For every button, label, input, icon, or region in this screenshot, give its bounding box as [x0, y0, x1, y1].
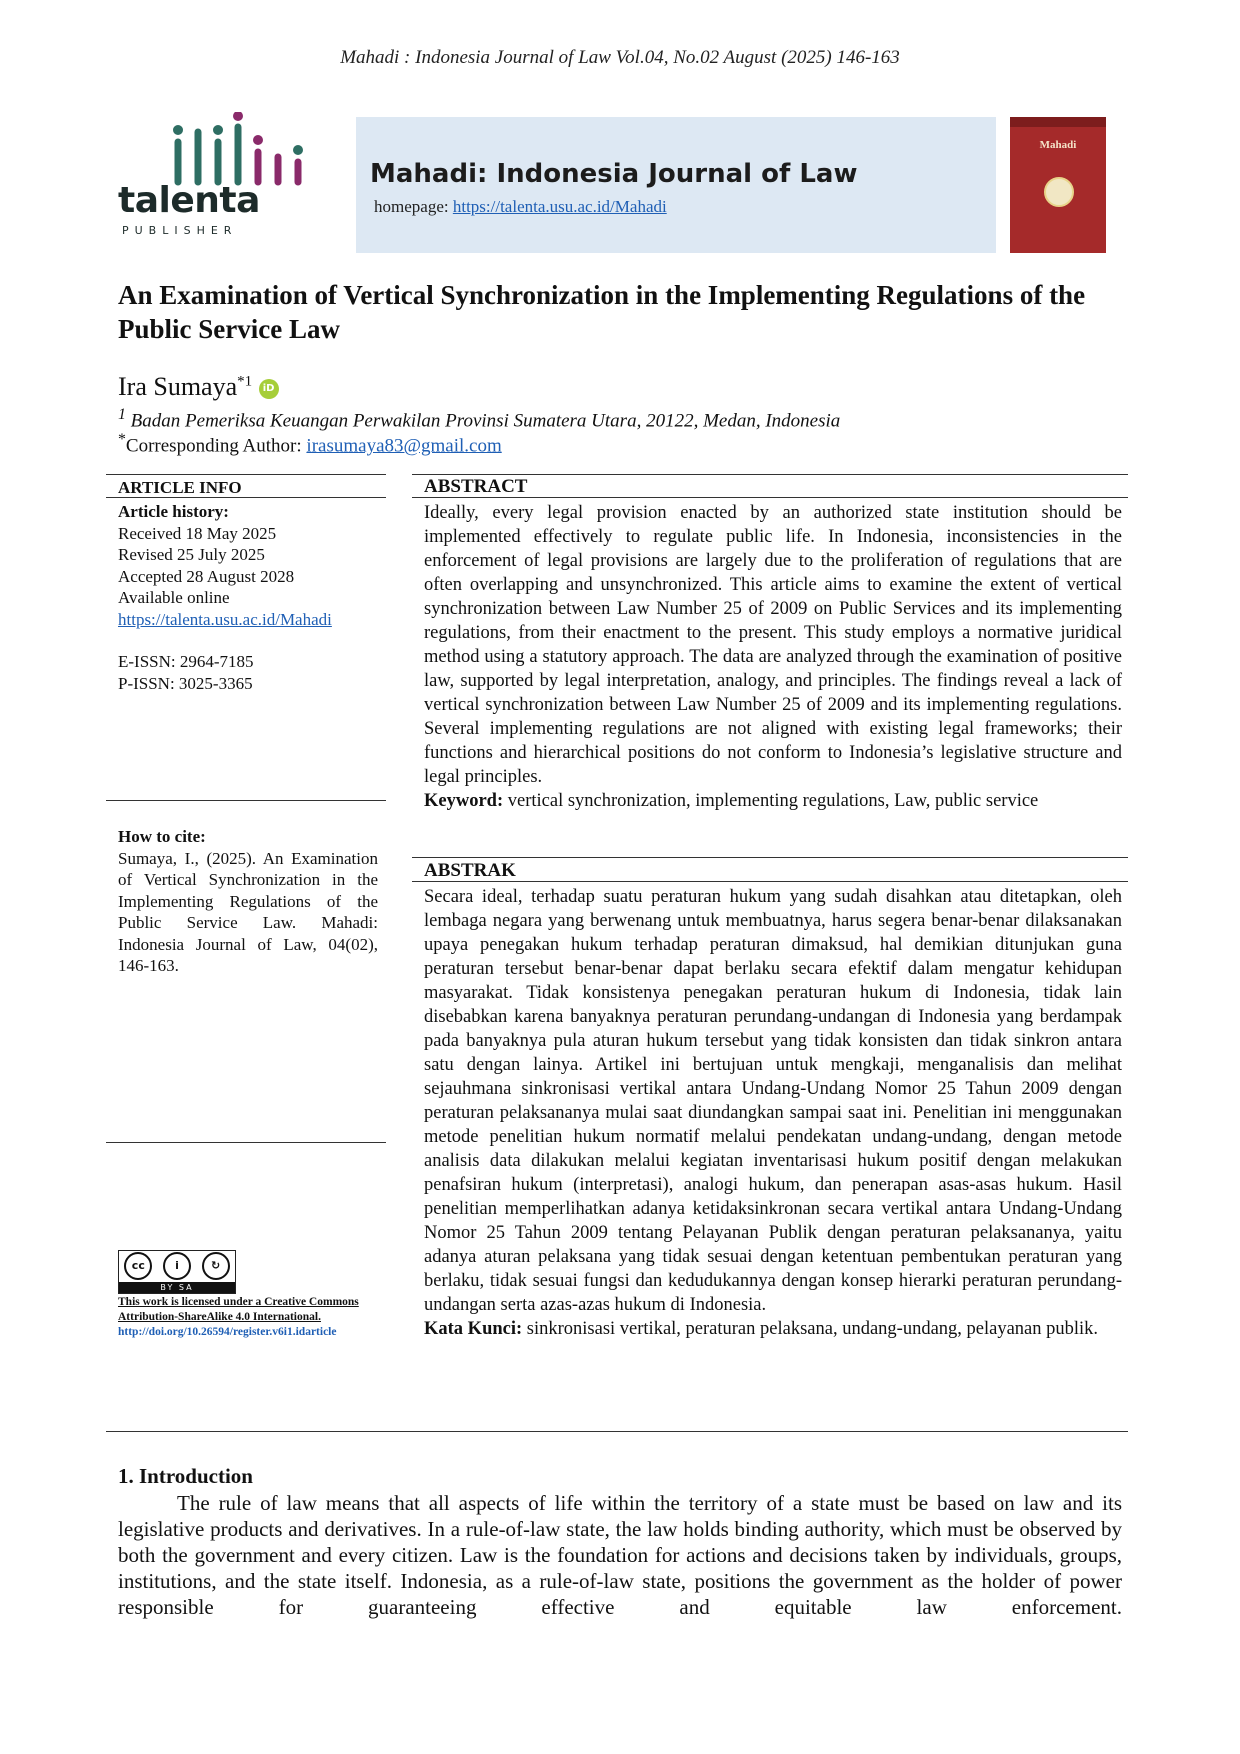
abstrak-text: Secara ideal, terhadap suatu peraturan h… — [424, 887, 1122, 1315]
publisher-subtitle: PUBLISHER — [122, 224, 238, 237]
received-date: Received 18 May 2025 — [118, 523, 277, 543]
abstract-text: Ideally, every legal provision enacted b… — [424, 503, 1122, 787]
revised-date: Revised 25 July 2025 — [118, 545, 265, 564]
rule-abstract-under — [412, 497, 1128, 498]
eissn: E-ISSN: 2964-7185 — [118, 652, 254, 671]
affiliation-sup: 1 — [118, 406, 126, 423]
rule-abstrak-top — [412, 857, 1128, 858]
rule-abstract-top — [412, 474, 1128, 475]
share-alike-icon: ↻ — [201, 1252, 230, 1280]
homepage-label: homepage: — [374, 197, 449, 216]
abstrak-heading: ABSTRAK — [424, 860, 516, 881]
abstrak-block: Secara ideal, terhadap suatu peraturan h… — [424, 885, 1122, 1341]
author-name: Ira Sumaya — [118, 372, 238, 401]
history-heading: Article history: — [118, 502, 229, 521]
how-to-cite: How to cite: Sumaya, I., (2025). An Exam… — [118, 826, 378, 977]
cc-license-badge[interactable]: cc i ↻ BY SA — [118, 1250, 236, 1294]
corr-label: Corresponding Author: — [125, 435, 302, 457]
corresponding-author: *Corresponding Author: irasumaya83@gmail… — [118, 431, 502, 457]
cite-text: Sumaya, I., (2025). An Examination of Ve… — [118, 848, 378, 976]
article-info-url[interactable]: https://talenta.usu.ac.id/Mahadi — [118, 609, 332, 629]
license-doi[interactable]: http://doi.org/10.26594/register.v6i1.id… — [118, 1326, 337, 1338]
license-text[interactable]: This work is licensed under a Creative C… — [118, 1296, 359, 1323]
affiliation-text: Badan Pemeriksa Keuangan Perwakilan Prov… — [130, 410, 841, 432]
author-sup: *1 — [237, 373, 253, 390]
introduction-text: The rule of law means that all aspects o… — [118, 1491, 1122, 1619]
article-title: An Examination of Vertical Synchronizati… — [118, 280, 1086, 344]
journal-cover-thumbnail: Mahadi — [1010, 117, 1106, 253]
introduction-heading: 1. Introduction — [118, 1464, 253, 1488]
keyword-label: Keyword: — [424, 791, 504, 811]
journal-name: Mahadi: Indonesia Journal of Law — [370, 159, 858, 189]
affiliation: 1 Badan Pemeriksa Keuangan Perwakilan Pr… — [118, 406, 840, 432]
corr-sup: * — [118, 431, 126, 448]
orcid-icon[interactable]: iD — [258, 379, 279, 399]
abstract-keywords: Keyword: vertical synchronization, imple… — [424, 789, 1122, 813]
homepage-link[interactable]: https://talenta.usu.ac.id/Mahadi — [452, 197, 667, 216]
pissn: P-ISSN: 3025-3365 — [118, 673, 253, 693]
attribution-icon: i — [162, 1252, 191, 1280]
rule-abstrak-under — [412, 881, 1128, 882]
article-info-heading: ARTICLE INFO — [118, 478, 242, 497]
kata-kunci-list: sinkronisasi vertikal, peraturan pelaksa… — [526, 1319, 1099, 1339]
cover-emblem-icon — [1044, 177, 1074, 207]
rule-info-top — [106, 474, 386, 475]
abstrak-keywords: Kata Kunci: sinkronisasi vertikal, perat… — [424, 1317, 1122, 1341]
abstract-block: Ideally, every legal provision enacted b… — [424, 501, 1122, 813]
rule-info-low — [106, 1142, 386, 1143]
rule-info-mid — [106, 800, 386, 801]
running-head: Mahadi : Indonesia Journal of Law Vol.04… — [340, 47, 900, 68]
author-line: Ira Sumaya*1 iD — [118, 372, 279, 402]
publisher-logo: talenta PUBLISHER — [118, 112, 338, 242]
rule-front-bottom — [106, 1431, 1128, 1432]
abstract-heading: ABSTRACT — [424, 476, 528, 497]
journal-homepage: homepage: https://talenta.usu.ac.id/Maha… — [374, 197, 667, 217]
publisher-logo-mark-icon — [173, 112, 303, 186]
cover-title: Mahadi — [1039, 139, 1077, 151]
article-history: Article history: Received 18 May 2025 Re… — [118, 501, 378, 694]
available-online: Available online — [118, 588, 230, 607]
publisher-wordmark: talenta — [118, 180, 260, 221]
rule-info-under — [106, 497, 386, 498]
cc-badge-label: BY SA — [119, 1282, 235, 1293]
accepted-date: Accepted 28 August 2028 — [118, 566, 295, 586]
cc-icon: cc — [124, 1252, 153, 1280]
kata-kunci-label: Kata Kunci: — [424, 1319, 523, 1339]
license-note: This work is licensed under a Creative C… — [118, 1295, 398, 1340]
corr-email-link[interactable]: irasumaya83@gmail.com — [306, 435, 502, 457]
cover-strip — [1010, 117, 1106, 127]
journal-banner: Mahadi: Indonesia Journal of Law homepag… — [356, 117, 996, 253]
cite-heading: How to cite: — [118, 827, 206, 846]
keyword-list: vertical synchronization, implementing r… — [507, 791, 1039, 811]
